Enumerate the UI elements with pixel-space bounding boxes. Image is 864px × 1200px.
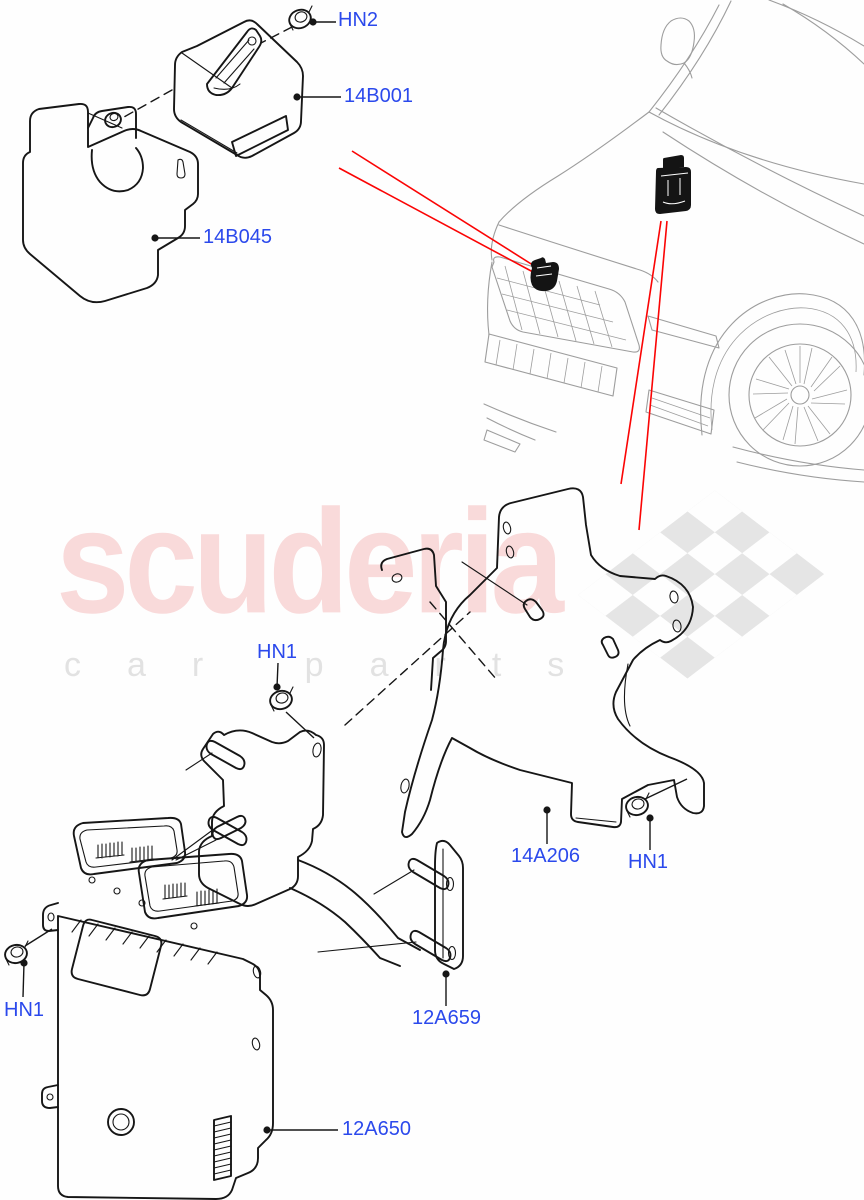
assembly-axis-lines [123,26,498,726]
part-label-12a659[interactable]: 12A659 [412,1007,481,1029]
connector-pins [95,841,220,907]
part-label-14a206[interactable]: 14A206 [511,845,580,867]
vehicle-illustration [483,0,864,483]
part-12a650-drawing [41,814,274,1200]
part-12a659-drawing [171,729,464,970]
part-label-hn1-middle[interactable]: HN1 [257,641,298,663]
part-label-12a650[interactable]: 12A650 [342,1118,411,1140]
part-label-hn1-right[interactable]: HN1 [628,851,669,873]
part-14b045-drawing [22,102,199,304]
callout-leaders [20,18,688,1134]
nut-hn1-mid-drawing [269,686,294,712]
red-leader-lines [338,150,668,531]
part-label-hn1-left[interactable]: HN1 [4,999,45,1021]
part-14b001-drawing [173,19,304,159]
part-14a206-drawing [380,487,705,838]
brand-watermark: scuderia [56,479,564,644]
part-label-14b045[interactable]: 14B045 [203,226,272,248]
grille-module-marker [530,257,559,292]
part-label-14b001[interactable]: 14B001 [344,85,413,107]
part-label-hn2[interactable]: HN2 [338,9,379,31]
stud-drawings [171,739,452,963]
hood-module-marker [655,155,691,214]
brand-tagline-watermark: car parts [64,646,611,684]
